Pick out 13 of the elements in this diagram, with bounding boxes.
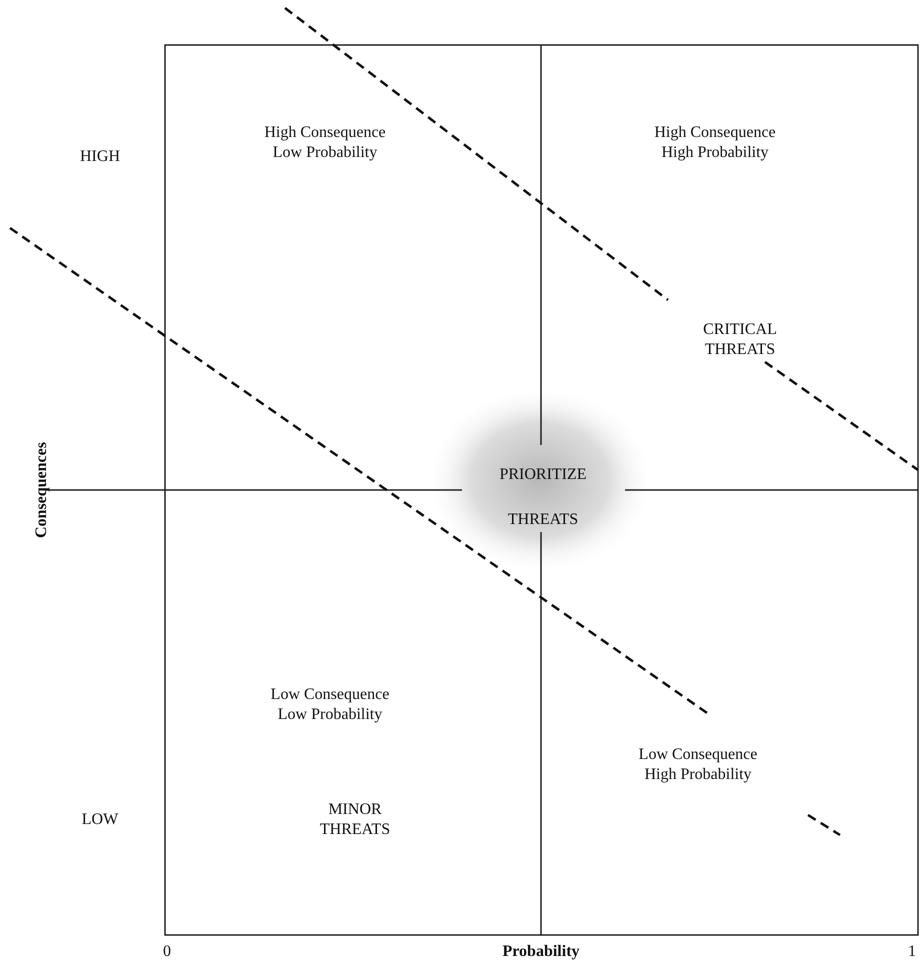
zone-label: PRIORITIZE THREATS bbox=[498, 465, 588, 530]
zone-label: MINOR THREATS bbox=[318, 800, 392, 840]
quadrant-label: High Consequence Low Probability bbox=[263, 123, 387, 163]
tick-label: 0 bbox=[162, 942, 172, 962]
axis-title: Probability bbox=[501, 942, 581, 962]
quadrant-label: Low Consequence High Probability bbox=[638, 745, 758, 785]
zone-label: CRITICAL THREATS bbox=[702, 320, 778, 360]
axis-level-label: HIGH bbox=[79, 147, 121, 167]
tick-label: 1 bbox=[907, 942, 917, 962]
axis-title: Consequences bbox=[32, 441, 51, 540]
quadrant-label: Low Consequence Low Probability bbox=[270, 685, 390, 725]
quadrant-label: High Consequence High Probability bbox=[653, 123, 777, 163]
axis-level-label: LOW bbox=[80, 810, 120, 830]
